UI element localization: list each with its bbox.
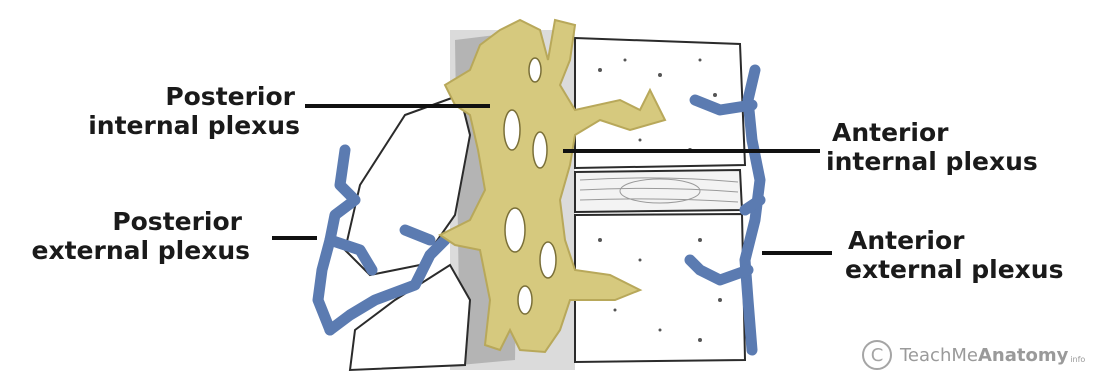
label-line-1: Anterior: [826, 118, 1066, 147]
label-line-2: external plexus: [14, 236, 250, 265]
leader-posterior-external: [272, 236, 317, 240]
label-line-2: internal plexus: [826, 147, 1066, 176]
leader-posterior-internal: [305, 104, 490, 108]
watermark-brand-bold: Anatomy: [978, 345, 1068, 366]
label-line-1: Posterior: [14, 207, 250, 236]
label-anterior-external-plexus: Anterior external plexus: [845, 226, 1085, 284]
vertebral-bodies: [575, 38, 745, 362]
teachmeanatomy-watermark: C TeachMe Anatomy info: [862, 340, 1085, 370]
leader-anterior-internal: [563, 149, 820, 153]
watermark-brand-regular: TeachMe: [900, 345, 978, 366]
leader-anterior-external: [762, 251, 832, 255]
label-anterior-internal-plexus: Anterior internal plexus: [826, 118, 1066, 176]
label-line-2: internal plexus: [72, 111, 300, 140]
label-line-1: Anterior: [845, 226, 1085, 255]
copyright-icon: C: [862, 340, 892, 370]
watermark-suffix: info: [1070, 355, 1085, 364]
label-line-1: Posterior: [72, 82, 300, 111]
label-posterior-internal-plexus: Posterior internal plexus: [72, 82, 300, 140]
label-line-2: external plexus: [845, 255, 1085, 284]
label-posterior-external-plexus: Posterior external plexus: [14, 207, 250, 265]
